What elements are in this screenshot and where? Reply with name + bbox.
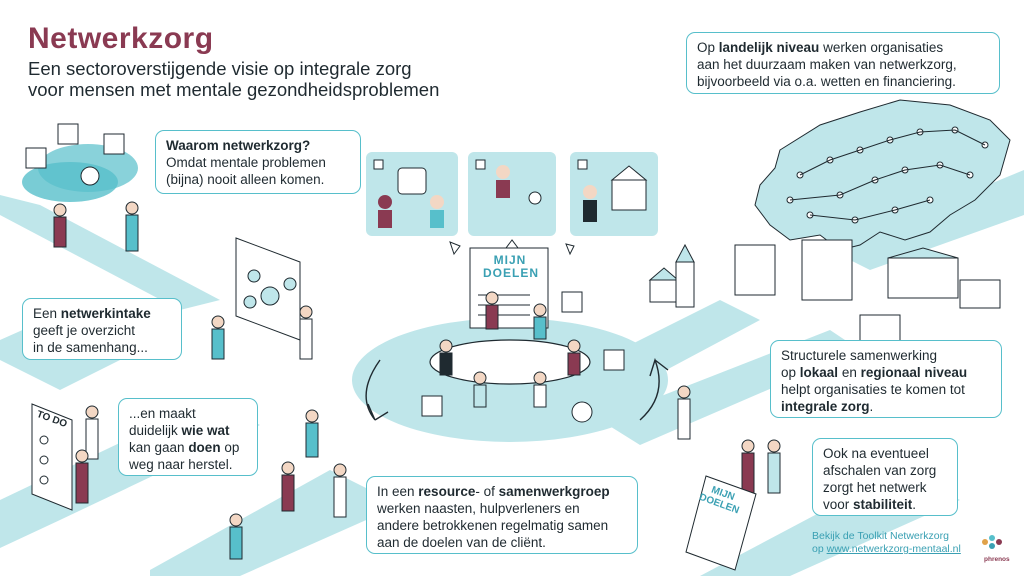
national-line: Op landelijk niveau werken organisaties (697, 39, 989, 56)
group-text: In een (377, 484, 419, 499)
board-line: DOELEN (483, 266, 540, 280)
intake-line: Een netwerkintake (33, 305, 171, 322)
who-what-bubble: ...en maakt duidelijk wie wat kan gaan d… (118, 398, 258, 476)
stab-line: zorgt het netwerk (823, 480, 927, 495)
rain-cloud (22, 123, 138, 202)
footer-line: Bekijk de Toolkit Netwerkzorg (812, 530, 949, 542)
stab-line: voor stabiliteit. (823, 496, 947, 513)
regional-text: en (838, 365, 861, 380)
regional-bold: lokaal (799, 365, 839, 380)
regional-bold: integrale zorg (781, 399, 870, 414)
subtitle-line: Een sectoroverstijgende visie op integra… (28, 58, 412, 79)
national-text: Op (697, 40, 719, 55)
footer-text: op (812, 543, 827, 555)
footer-line: op www.netwerkzorg-mentaal.nl (812, 543, 961, 556)
regional-line: integrale zorg. (781, 398, 991, 415)
intake-text: Een (33, 306, 61, 321)
todo-text: op (220, 440, 240, 455)
regional-line: helpt organisaties te komen tot (781, 382, 965, 397)
regional-text: . (869, 399, 874, 414)
todo-bold: wie wat (181, 423, 230, 438)
group-line: In een resource- of samenwerkgroep (377, 483, 627, 500)
stab-bold: stabiliteit (853, 497, 913, 512)
stab-text: voor (823, 497, 854, 512)
subtitle-line: voor mensen met mentale gezondheidsprobl… (28, 79, 440, 100)
stability-bubble: Ook na eventueel afschalen van zorg zorg… (812, 438, 958, 516)
phrenos-logo: phrenos (984, 556, 1010, 563)
stab-text: . (912, 497, 917, 512)
goals-board-label: MIJN DOELEN (483, 253, 540, 280)
national-text: werken organisaties (819, 40, 944, 55)
group-line: andere betrokkenen regelmatig samen (377, 518, 609, 533)
goals-paper (685, 475, 757, 571)
stab-line: afschalen van zorg (823, 463, 937, 478)
todo-line: kan gaan doen op (129, 439, 247, 456)
page-subtitle: Een sectoroverstijgende visie op integra… (28, 58, 498, 100)
regional-line: op lokaal en regionaal niveau (781, 364, 991, 381)
goals-board (469, 247, 549, 329)
intake-bold: netwerkintake (60, 306, 151, 321)
national-line: bijvoorbeeld via o.a. wetten en financie… (697, 74, 956, 89)
why-line: Omdat mentale problemen (166, 155, 326, 170)
netherlands-map (754, 99, 1011, 251)
arrows (365, 239, 669, 421)
why-title: Waarom netwerkzorg? (166, 138, 311, 153)
resource-group-bubble: In een resource- of samenwerkgroep werke… (366, 476, 638, 554)
regional-level-bubble: Structurele samenwerking op lokaal en re… (770, 340, 1002, 418)
stab-line: Ook na eventueel (823, 446, 929, 461)
why-networkcare-bubble: Waarom netwerkzorg? Omdat mentale proble… (155, 130, 361, 194)
board-line: MIJN (493, 253, 527, 267)
footer-toolkit: Bekijk de Toolkit Netwerkzorg op www.net… (812, 530, 961, 556)
national-level-bubble: Op landelijk niveau werken organisaties … (686, 32, 1000, 94)
page-title: Netwerkzorg (28, 22, 214, 55)
phrenos-logo-mark (982, 535, 1002, 549)
toolkit-link[interactable]: www.netwerkzorg-mentaal.nl (826, 543, 961, 555)
todo-text: kan gaan (129, 440, 189, 455)
regional-line: Structurele samenwerking (781, 348, 938, 363)
group-line: aan de doelen van de cliënt. (377, 535, 546, 550)
why-line: (bijna) nooit alleen komen. (166, 172, 325, 187)
group-bold: resource (418, 484, 476, 499)
national-line: aan het duurzaam maken van netwerkzorg, (697, 57, 957, 72)
intake-bubble: Een netwerkintake geeft je overzicht in … (22, 298, 182, 360)
national-bold: landelijk niveau (718, 40, 820, 55)
activity-cards (366, 152, 658, 236)
regional-bold: regionaal niveau (860, 365, 968, 380)
todo-line: ...en maakt (129, 406, 196, 421)
todo-board-shape (31, 403, 73, 511)
platform-icons (421, 291, 625, 423)
intake-board (235, 237, 301, 341)
group-line: werken naasten, hulpverleners en (377, 501, 580, 516)
todo-line: weg naar herstel. (129, 457, 233, 472)
regional-text: op (781, 365, 800, 380)
intake-line: geeft je overzicht (33, 323, 136, 338)
people (53, 201, 781, 560)
todo-line: duidelijk wie wat (129, 422, 247, 439)
todo-text: duidelijk (129, 423, 182, 438)
intake-line: in de samenhang... (33, 340, 148, 355)
todo-bold: doen (188, 440, 221, 455)
group-bold: samenwerkgroep (498, 484, 610, 499)
group-text: - of (475, 484, 499, 499)
